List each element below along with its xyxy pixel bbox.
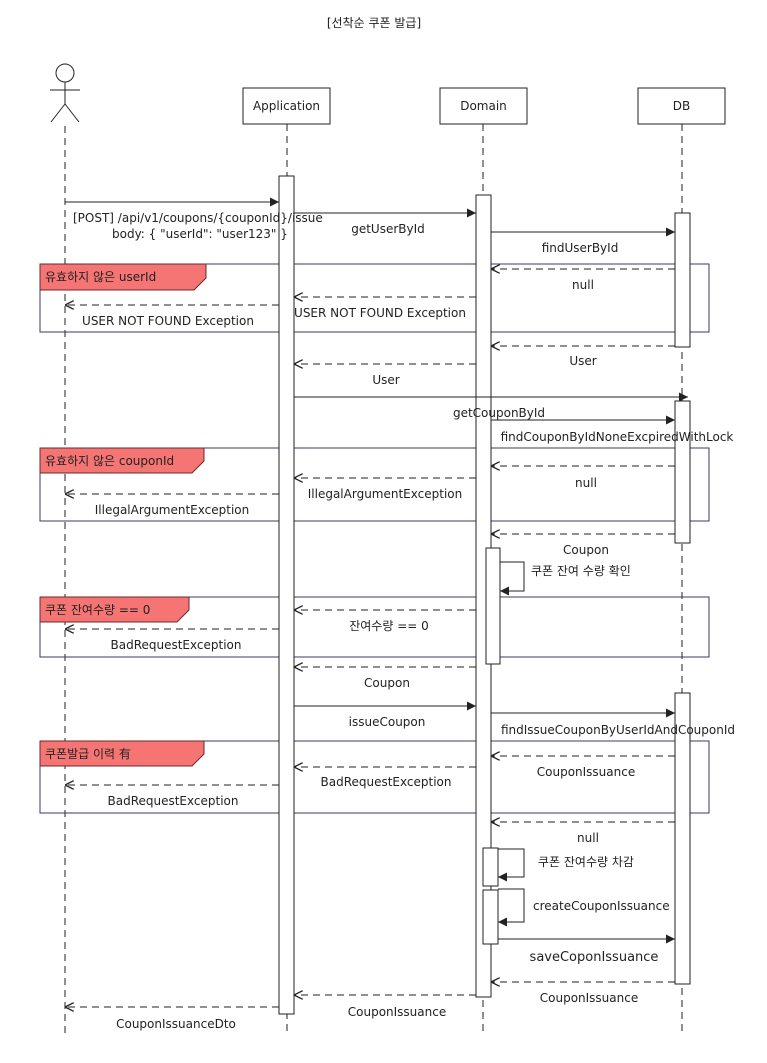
find-issue-coupon-label: findIssueCouponByUserIdAndCouponId — [501, 723, 735, 737]
fragment-stock-zero-label: 쿠폰 잔여수량 == 0 — [45, 603, 150, 617]
null-return-label-1: null — [572, 278, 594, 292]
fragment-stock-zero: 쿠폰 잔여수량 == 0 — [39, 596, 710, 658]
bad-request-label-domain: BadRequestException — [320, 775, 451, 789]
decrease-stock-self-arrow — [498, 848, 525, 882]
db-participant: DB — [637, 87, 726, 125]
db-activation-user — [674, 212, 691, 348]
save-issuance-label: saveCoponIssuance — [530, 950, 659, 965]
user-not-found-label-app: USER NOT FOUND Exception — [82, 314, 254, 328]
domain-participant: Domain — [439, 87, 528, 125]
bad-request-label-app: BadRequestException — [107, 794, 238, 808]
stock-zero-label: 잔여수량 == 0 — [349, 619, 429, 633]
domain-activation-decrease-stock — [482, 847, 499, 887]
fragment-invalid-coupon-label: 유효하지 않은 couponId — [45, 454, 174, 468]
fragment-invalid-user-label: 유효하지 않은 userId — [45, 270, 156, 284]
coupon-issuance-label-db2: CouponIssuance — [540, 991, 638, 1005]
fragment-already-issued-label: 쿠폰발급 이력 有 — [45, 747, 131, 761]
domain-activation-create-issuance — [482, 889, 499, 945]
domain-label: Domain — [460, 99, 507, 113]
find-coupon-label: findCouponByIdNoneExcpiredWithLock — [501, 430, 734, 444]
application-label: Application — [253, 99, 320, 113]
issue-coupon-label: issueCoupon — [349, 715, 426, 729]
post-request-body-label: body: { "userId": "user123" } — [112, 227, 288, 241]
find-user-by-id-label: findUserById — [542, 241, 619, 255]
check-stock-self-arrow — [500, 561, 525, 596]
create-issuance-label: createCouponIssuance — [533, 899, 670, 913]
diagram-title: [선착순 쿠폰 발급] — [327, 16, 421, 30]
get-coupon-by-id-label: getCouponById — [453, 406, 545, 420]
user-return-label-db: User — [569, 354, 596, 368]
fragment-invalid-coupon: 유효하지 않은 couponId — [39, 447, 710, 522]
fragment-invalid-user: 유효하지 않은 userId — [39, 263, 710, 333]
null-return-label-3: null — [577, 831, 599, 845]
db-activation-coupon — [674, 400, 691, 544]
user-not-found-label-domain: USER NOT FOUND Exception — [294, 306, 466, 320]
get-user-by-id-label: getUserById — [351, 222, 425, 236]
create-issuance-self-arrow — [498, 888, 525, 927]
post-request-label: [POST] /api/v1/coupons/{couponId}/issue — [73, 211, 323, 225]
null-return-label-2: null — [575, 476, 597, 490]
application-participant: Application — [242, 87, 331, 125]
application-activation — [278, 175, 295, 1015]
coupon-issuance-label-db: CouponIssuance — [537, 765, 635, 779]
illegal-arg-label-app: IllegalArgumentException — [95, 503, 250, 517]
check-stock-label: 쿠폰 잔여 수량 확인 — [531, 564, 631, 578]
actor-figure — [50, 63, 80, 123]
db-label: DB — [673, 99, 690, 113]
coupon-issuance-label-domain: CouponIssuance — [348, 1005, 446, 1019]
coupon-return-label-domain: Coupon — [364, 676, 410, 690]
domain-activation-stock-check — [485, 547, 501, 665]
bad-request-label-1: BadRequestException — [110, 638, 241, 652]
db-activation-issuance — [674, 692, 691, 985]
illegal-arg-label-domain: IllegalArgumentException — [308, 487, 463, 501]
user-return-label-domain: User — [372, 373, 399, 387]
decrease-stock-label: 쿠폰 잔여수량 차감 — [538, 855, 634, 869]
fragment-already-issued: 쿠폰발급 이력 有 — [39, 740, 710, 814]
coupon-return-label-db: Coupon — [563, 543, 609, 557]
coupon-issuance-dto-label: CouponIssuanceDto — [116, 1017, 236, 1031]
